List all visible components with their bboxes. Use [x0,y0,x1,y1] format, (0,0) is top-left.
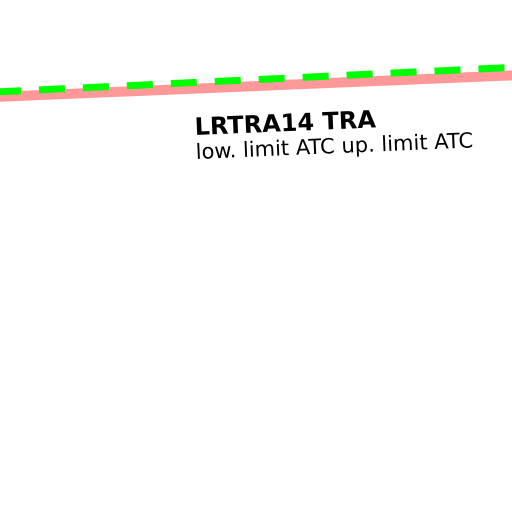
airspace-boundary-line [0,70,512,102]
airspace-label: LRTRA14 TRA low. limit ATC up. limit ATC [194,105,474,164]
